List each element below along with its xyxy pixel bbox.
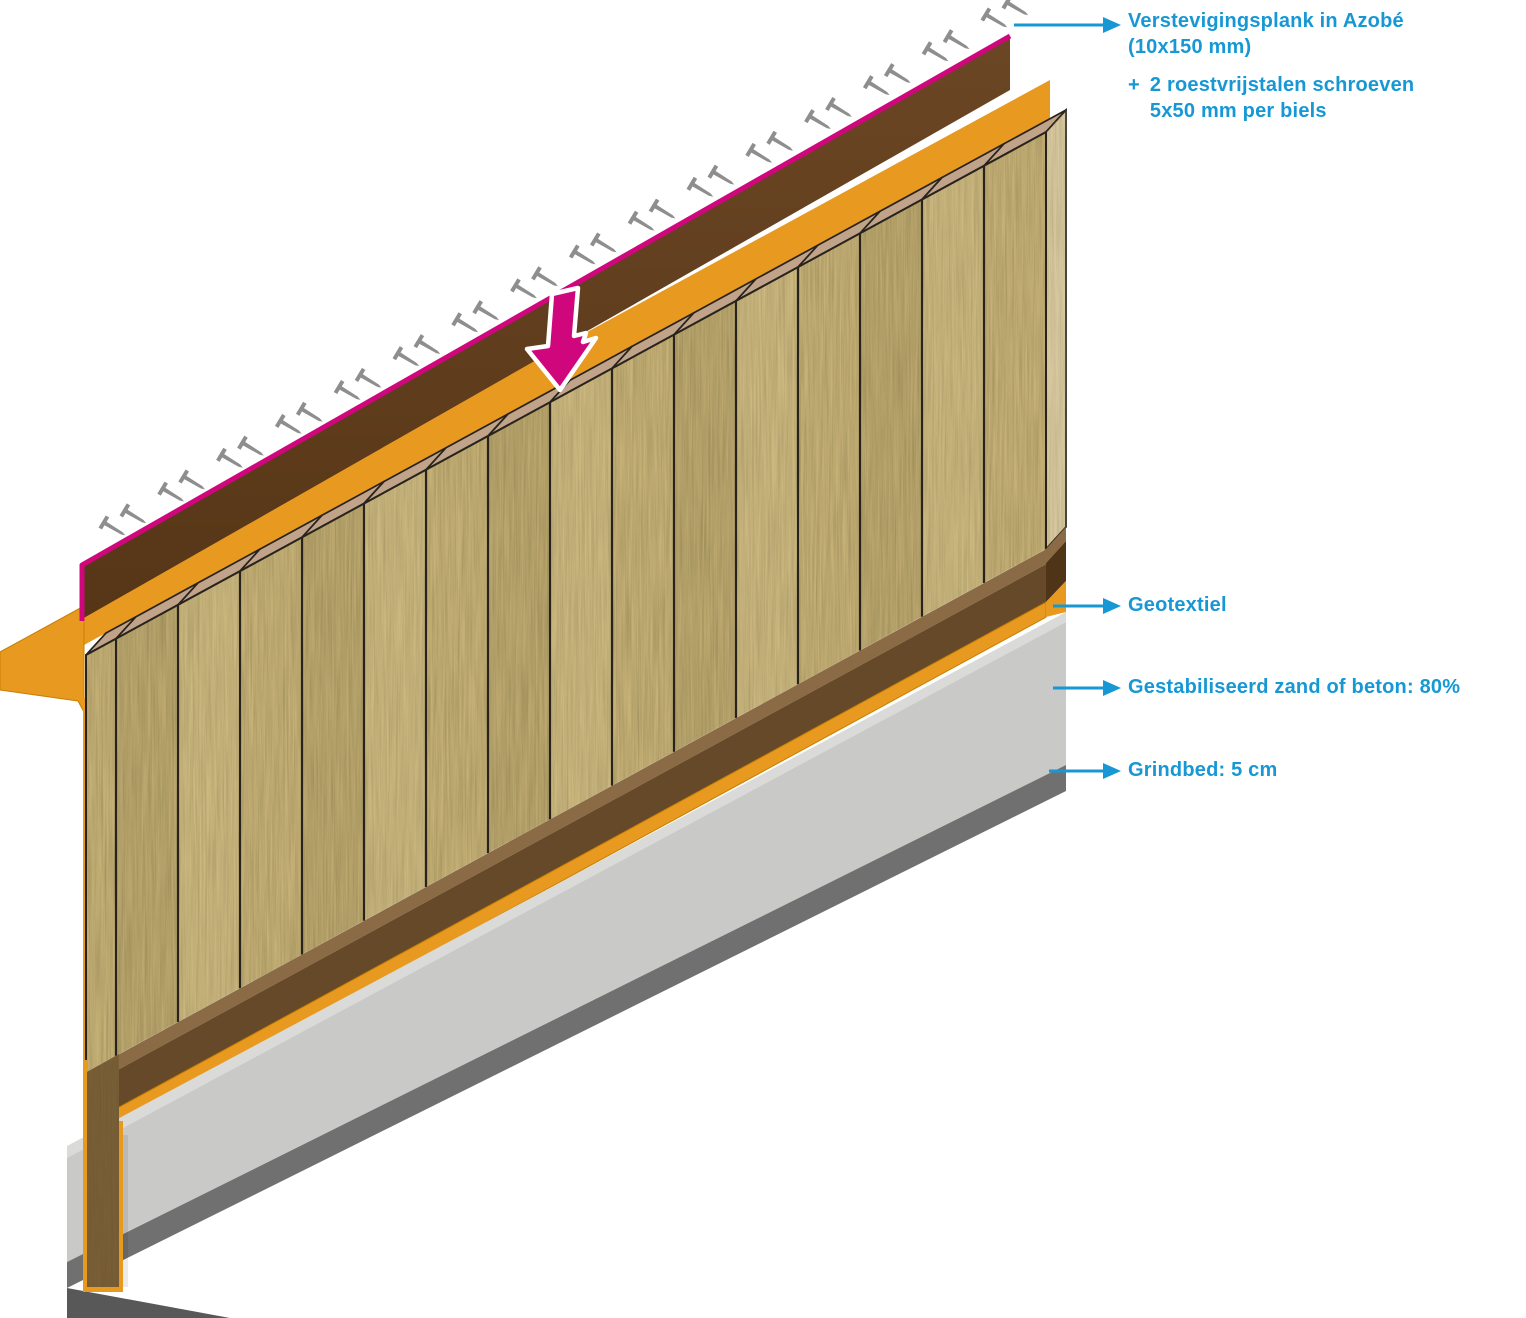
screw-icon	[531, 266, 558, 287]
screw-icon	[392, 346, 420, 367]
screw-icon	[883, 63, 911, 83]
label-screws-line2: 5x50 mm per biels	[1149, 100, 1327, 122]
annotation-arrows	[1014, 17, 1121, 779]
label-reinforcement-line2: (10x150 mm)	[1128, 36, 1252, 58]
label-gravel-bed: Grindbed: 5 cm	[1128, 759, 1278, 781]
screw-icon	[804, 109, 831, 129]
label-geotextile: Geotextiel	[1128, 594, 1227, 616]
down-arrow-icon	[524, 285, 599, 393]
buried-post	[83, 1054, 128, 1292]
screws	[98, 0, 1029, 536]
plus-bullet: +	[1128, 74, 1140, 96]
screw-icon	[510, 278, 537, 299]
screw-icon	[862, 75, 890, 96]
screw-icon	[98, 515, 126, 536]
scene-root	[0, 0, 1121, 1318]
screw-icon	[333, 379, 361, 400]
reinforcement-plank	[79, 33, 1012, 621]
screw-icon	[237, 435, 264, 456]
screw-icon	[766, 130, 794, 151]
screw-icon	[157, 481, 185, 502]
arrow-gravel-bed-head	[1103, 763, 1121, 779]
screw-icon	[648, 198, 676, 219]
label-screws-line1: 2 roestvrijstalen schroeven	[1149, 74, 1415, 96]
screw-icon	[295, 401, 323, 422]
screw-icon	[627, 210, 655, 231]
screw-icon	[472, 300, 500, 321]
gravel-bed	[67, 765, 1066, 1318]
screw-icon	[745, 142, 773, 163]
screw-icon	[568, 244, 596, 265]
screw-icon	[451, 312, 479, 333]
screw-icon	[413, 334, 441, 354]
arrow-stabilized-sand-head	[1103, 680, 1121, 696]
screw-icon	[274, 413, 302, 434]
screw-icon	[707, 164, 735, 185]
screw-icon	[178, 469, 206, 490]
screw-icon	[354, 367, 382, 388]
label-stabilized-sand: Gestabiliseerd zand of beton: 80%	[1128, 676, 1461, 698]
screw-icon	[980, 7, 1008, 28]
base-plank	[83, 527, 1066, 1143]
screw-icon	[921, 41, 949, 62]
arrow-geotextile-head	[1103, 598, 1121, 614]
press-down-arrow	[524, 285, 599, 393]
concrete-base	[67, 612, 1066, 1262]
screw-icon	[686, 176, 714, 197]
screw-icon	[1001, 0, 1029, 16]
screw-icon	[825, 96, 852, 117]
arrow-reinforcement-head	[1103, 17, 1121, 33]
screw-icon	[589, 232, 617, 253]
screw-icon	[942, 29, 970, 50]
screw-icon	[119, 503, 147, 524]
label-reinforcement-plank: Verstevigingsplank in Azobé (10x150 mm)	[1128, 8, 1404, 60]
label-screws: + 2 roestvrijstalen schroeven 5x50 mm pe…	[1128, 72, 1414, 124]
label-reinforcement-line1: Verstevigingsplank in Azobé	[1128, 10, 1404, 32]
screw-icon	[216, 447, 243, 468]
